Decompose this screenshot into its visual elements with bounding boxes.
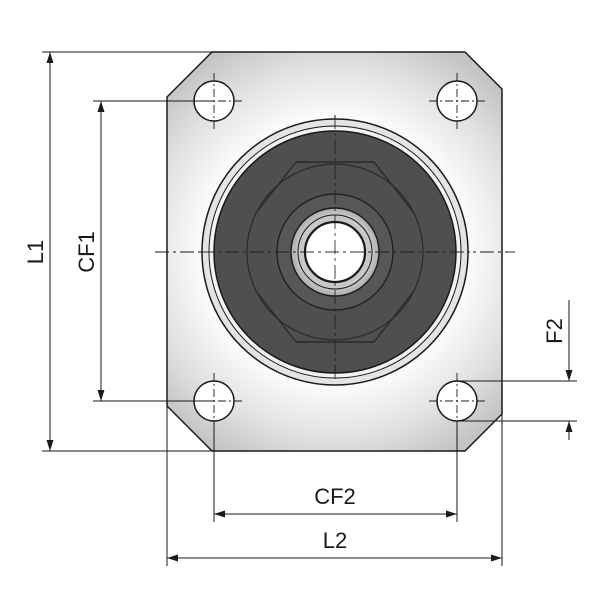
label-cf1: CF1 <box>74 231 99 273</box>
label-l2: L2 <box>323 528 347 553</box>
label-l1: L1 <box>23 240 48 264</box>
dimension-cf1 <box>93 100 214 402</box>
bolt-hole-top-right <box>429 73 485 129</box>
dimension-l1 <box>42 51 212 452</box>
label-f2: F2 <box>542 318 567 344</box>
dimension-l2 <box>166 406 503 566</box>
dimension-f2 <box>457 300 577 440</box>
dimension-cf2 <box>213 421 458 522</box>
label-cf2: CF2 <box>314 484 356 509</box>
